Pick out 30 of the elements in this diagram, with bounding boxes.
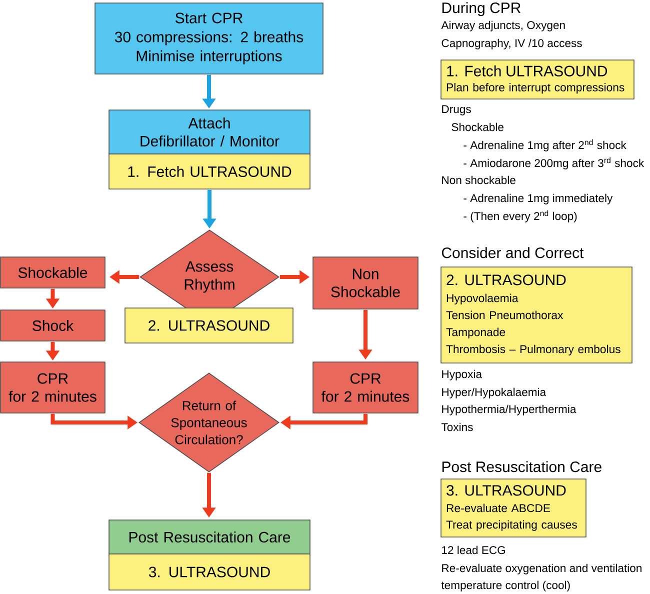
process-box: 2. ULTRASOUND [124,308,294,344]
note-text: - Adrenaline 1mg after 2$^{nd}$ shock [464,139,626,152]
note-text: Toxins [441,422,473,432]
note-text: - Amiodarone 200mg after 3$^{rd}$ shock [464,157,644,170]
process-box: Post Resuscitation Care [108,520,310,554]
process-box: CPR for 2 minutes [312,362,418,414]
note-box: 1. Fetch ULTRASOUND Plan before interrupt compressions [440,60,634,100]
note-text: Airway adjuncts, Oxygen [441,20,565,32]
note-text: Non shockable [442,176,516,184]
note-text: Hypothermia/Hyperthermia [442,404,576,416]
section-heading: During CPR [442,2,520,16]
process-box: 1. Fetch ULTRASOUND [108,154,310,190]
process-box: Shock [0,310,106,342]
note-box: 2. ULTRASOUND Hypovolaemia Tension Pneumothorax Tamponade Thrombosis – Pulmonary embolus [440,266,632,364]
process-box: Attach Defibrillator / Monitor [108,110,310,154]
note-text: Hyper/Hypokalaemia [442,388,546,398]
process-box: Start CPR 30 compressions: 2 breaths Minimise interruptions [94,2,324,74]
note-text: Hypoxia [442,370,482,380]
process-box: Non Shockable [312,256,418,310]
note-box: 3. ULTRASOUND Re-evaluate ABCDE Treat precipitating causes [440,478,586,538]
note-text: temperature control (cool) [441,580,570,592]
note-text: - Adrenaline 1mg immediately [464,194,613,204]
note-text: Re-evaluate oxygenation and ventilation [442,564,642,574]
process-box: CPR for 2 minutes [0,362,106,414]
section-heading: Consider and Correct [442,247,584,258]
process-box: 3. ULTRASOUND [108,554,310,590]
note-text: - (Then every 2$^{nd}$ loop) [464,210,577,222]
note-text: Shockable [452,122,504,132]
process-box: Shockable [0,256,106,288]
note-text: Capnography, IV /10 access [442,38,582,50]
